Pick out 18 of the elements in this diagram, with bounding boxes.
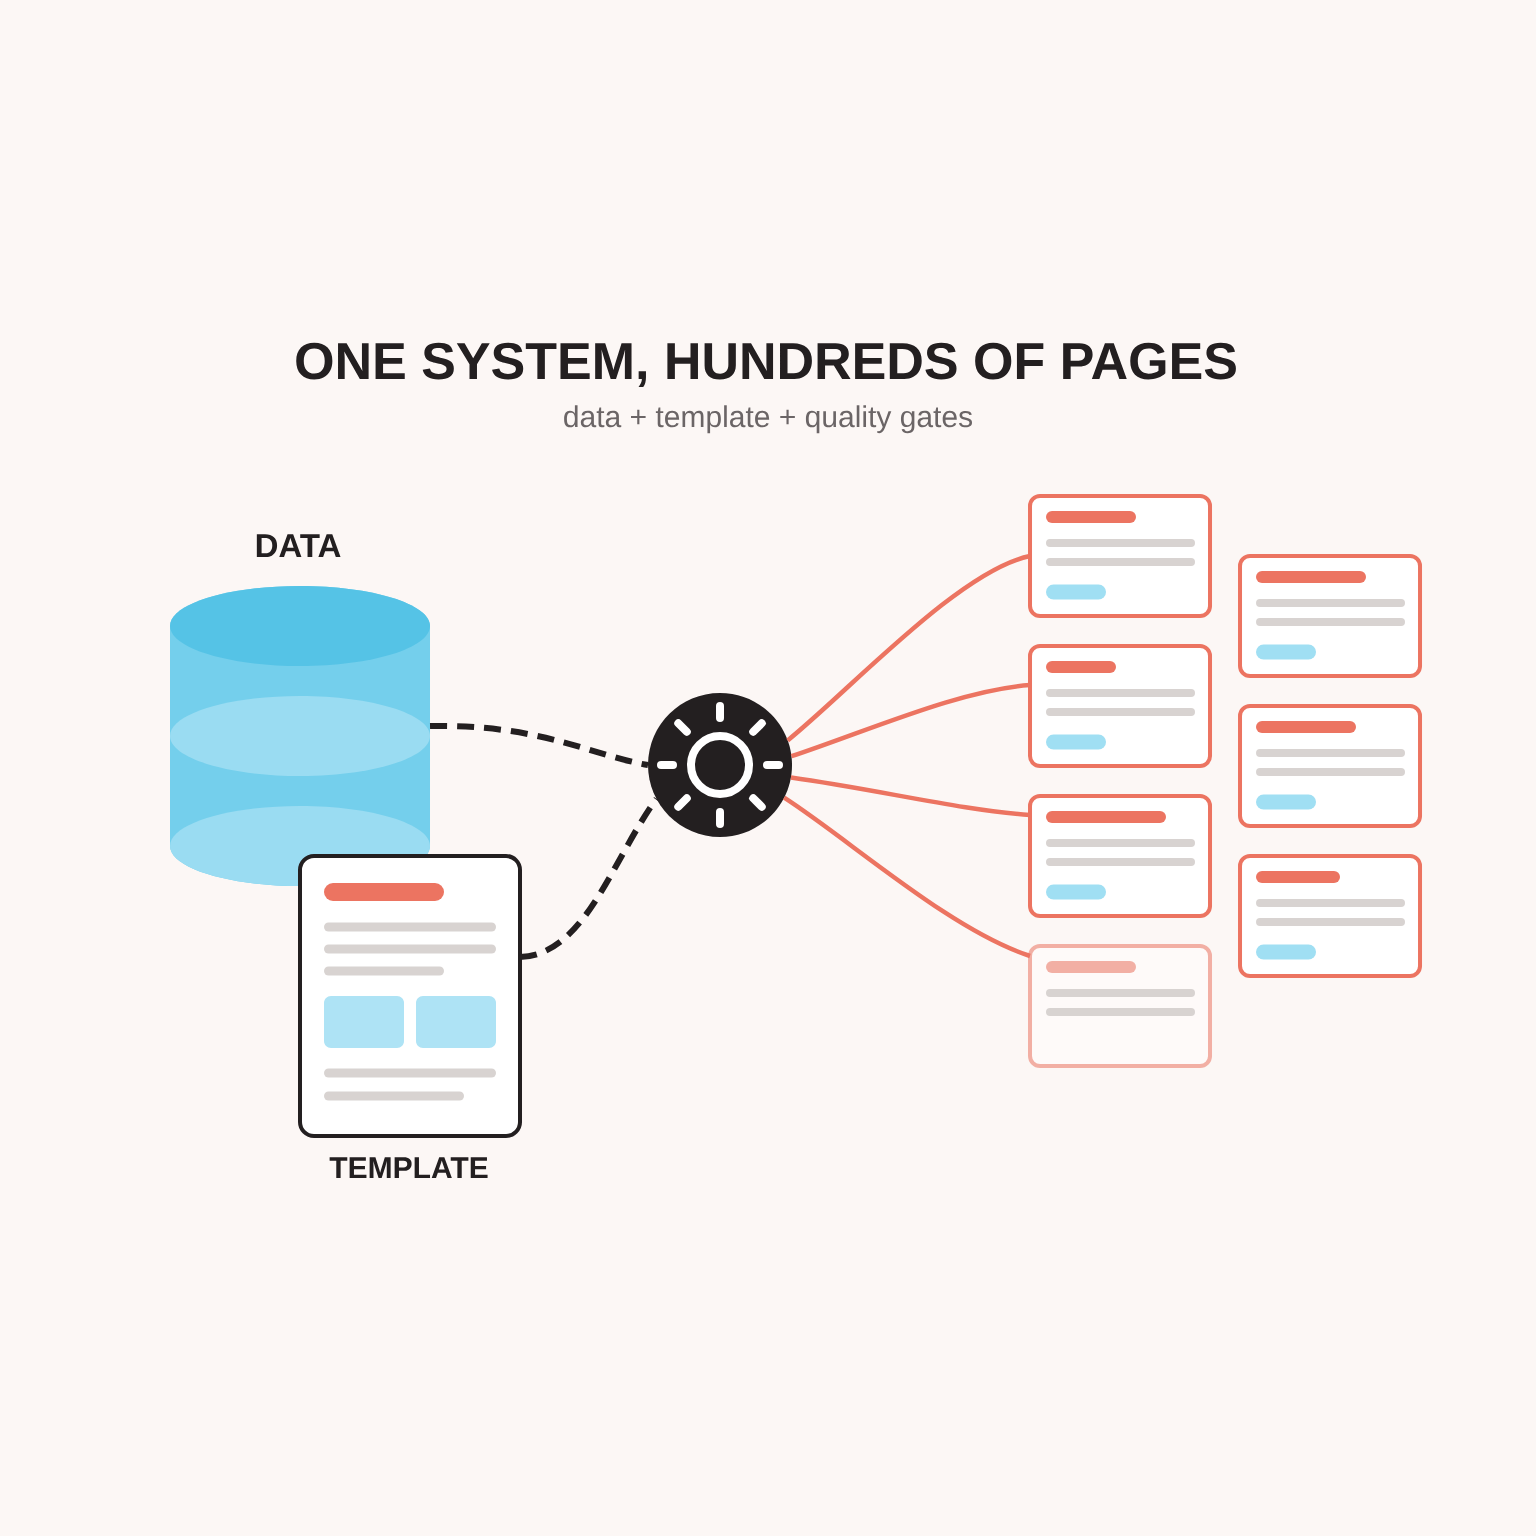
connector	[782, 795, 1031, 959]
page-card	[1238, 554, 1422, 678]
subtitle: data + template + quality gates	[564, 405, 972, 434]
sun-icon	[648, 693, 792, 837]
connector	[790, 682, 1031, 759]
node-label: TEMPLATE	[329, 1157, 488, 1178]
page-card	[1028, 644, 1212, 768]
page-card	[1028, 794, 1212, 918]
connector	[790, 775, 1031, 818]
page-card	[1238, 704, 1422, 828]
connector	[519, 797, 659, 960]
connector	[786, 553, 1031, 743]
title: ONE SYSTEM, HUNDREDS OF PAGES	[296, 342, 1236, 388]
page-card	[1028, 494, 1212, 618]
connector	[430, 723, 649, 768]
page-card	[1028, 944, 1212, 1068]
page-card	[1238, 854, 1422, 978]
node-label: DATA	[256, 534, 341, 557]
